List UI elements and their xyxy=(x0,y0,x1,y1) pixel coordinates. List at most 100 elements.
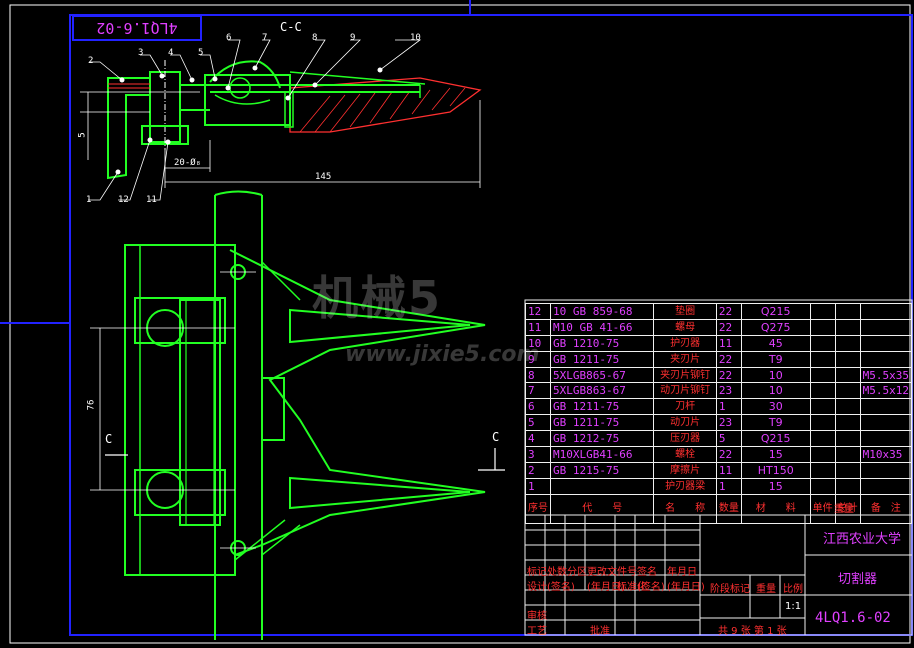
drawing-code-tag: 4LQ1.6-02 xyxy=(72,15,202,41)
header-material: 材 料 xyxy=(740,493,811,524)
tb-date2: (年月日) xyxy=(587,582,625,593)
part-spec xyxy=(859,303,913,320)
part-qty: 22 xyxy=(715,303,742,320)
empty-cell xyxy=(809,334,836,352)
part-material: T9 xyxy=(740,414,811,432)
dimension-76: 76 xyxy=(86,399,97,411)
header-name: 名 称 xyxy=(653,493,717,524)
tb-design: 设计 xyxy=(527,582,547,593)
part-qty: 22 xyxy=(715,318,742,336)
part-no: 3 xyxy=(525,446,551,463)
section-mark-right: C xyxy=(492,430,500,444)
part-material: 15 xyxy=(740,446,811,463)
tb-date3: (年月日) xyxy=(667,582,705,593)
empty-cell xyxy=(834,446,861,463)
empty-cell xyxy=(834,430,861,448)
drawing-code: 4LQ1.6-02 xyxy=(815,610,891,626)
callout-11: 11 xyxy=(146,195,157,205)
tb-sign: 签名 xyxy=(637,567,657,578)
callout-1: 1 xyxy=(86,195,92,205)
part-spec xyxy=(859,414,913,432)
tb-stage: 阶段标记 xyxy=(710,584,750,595)
section-label: C-C xyxy=(280,20,302,34)
part-qty: 23 xyxy=(715,414,742,432)
header-qty: 数量 xyxy=(715,493,742,524)
part-spec xyxy=(859,350,913,368)
part-no: 8 xyxy=(525,366,551,384)
empty-cell xyxy=(809,382,836,400)
part-name: 刀杆 xyxy=(653,398,717,416)
empty-cell xyxy=(809,318,836,336)
part-qty: 5 xyxy=(715,430,742,448)
part-no: 5 xyxy=(525,414,551,432)
empty-cell xyxy=(809,350,836,368)
tb-ratio: 比例 xyxy=(783,584,803,595)
dimension-20: 20-Ø₈ xyxy=(174,158,202,168)
part-spec xyxy=(859,398,913,416)
dimension-145: 145 xyxy=(315,172,332,182)
header-std: 代 号 xyxy=(549,493,655,524)
part-spec: M10x35 xyxy=(859,446,913,463)
part-std: 5XLGB865-67 xyxy=(549,366,655,384)
callout-6: 6 xyxy=(226,33,232,43)
part-name: 垫圈 xyxy=(653,303,717,320)
part-no: 2 xyxy=(525,461,551,479)
empty-cell xyxy=(834,318,861,336)
part-material: Q215 xyxy=(740,303,811,320)
callout-9: 9 xyxy=(350,33,356,43)
tb-mark: 标记 xyxy=(527,567,547,578)
header-no: 序号 xyxy=(525,493,551,524)
tb-review: 审核 xyxy=(527,611,547,622)
tb-sign2: (签名) xyxy=(547,582,575,593)
part-material: T9 xyxy=(740,350,811,368)
part-name: 护刃器梁 xyxy=(653,477,717,495)
part-spec: M5.5x12 xyxy=(859,382,913,400)
tb-change-doc: 更改文件号 xyxy=(587,567,637,578)
part-qty: 11 xyxy=(715,334,742,352)
part-std: GB 1215-75 xyxy=(549,461,655,479)
part-qty: 11 xyxy=(715,461,742,479)
part-material: 10 xyxy=(740,382,811,400)
part-name: 动刀片铆钉 xyxy=(653,382,717,400)
part-spec: M5.5x35 xyxy=(859,366,913,384)
part-std: 5XLGB863-67 xyxy=(549,382,655,400)
empty-cell xyxy=(809,398,836,416)
part-qty: 22 xyxy=(715,446,742,463)
part-name: 摩擦片 xyxy=(653,461,717,479)
part-qty: 22 xyxy=(715,350,742,368)
part-name: 护刃器 xyxy=(653,334,717,352)
part-no: 10 xyxy=(525,334,551,352)
part-qty: 23 xyxy=(715,382,742,400)
empty-cell xyxy=(809,303,836,320)
empty-cell xyxy=(834,398,861,416)
tb-weight: 重量 xyxy=(756,584,776,595)
callout-4: 4 xyxy=(168,48,174,58)
watermark-url: www.jixie5.com xyxy=(345,342,540,367)
drawing-name: 切割器 xyxy=(838,572,878,587)
part-material: HT150 xyxy=(740,461,811,479)
part-spec xyxy=(859,318,913,336)
section-view-cc xyxy=(80,39,482,201)
part-std: GB 1211-75 xyxy=(549,398,655,416)
part-no: 12 xyxy=(525,303,551,320)
tb-sheets: 共 9 张 第 1 张 xyxy=(718,626,787,637)
part-spec xyxy=(859,334,913,352)
callout-3: 3 xyxy=(138,48,144,58)
empty-cell xyxy=(809,430,836,448)
empty-cell xyxy=(834,366,861,384)
part-std xyxy=(549,477,655,495)
callout-8: 8 xyxy=(312,33,318,43)
empty-cell xyxy=(834,382,861,400)
tb-std: 标准化 xyxy=(617,582,647,593)
empty-cell xyxy=(809,366,836,384)
empty-cell xyxy=(834,414,861,432)
part-std: M10 GB 41-66 xyxy=(549,318,655,336)
